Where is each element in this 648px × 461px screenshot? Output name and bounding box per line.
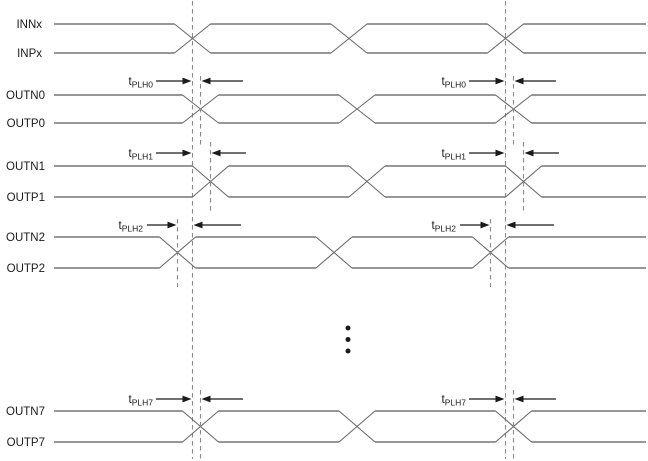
arrowhead-icon [182,149,192,157]
delay-label: tPLH0 [129,76,154,90]
arrowhead-icon [495,77,505,85]
arrowhead-icon [514,395,524,403]
arrowhead-icon [182,77,192,85]
arrowhead-icon [193,221,203,229]
delay-annotation-out1: tPLH1 [442,148,559,162]
crossover-diagonal [192,165,229,198]
delay-label: tPLH2 [432,220,457,234]
ellipsis-dot [345,325,351,331]
delay-label: tPLH2 [119,220,144,234]
delay-annotation-out2: tPLH2 [119,220,241,234]
ellipsis-dot [345,348,351,354]
delay-label: tPLH7 [129,394,154,408]
arrowhead-icon [495,149,505,157]
arrowhead-icon [201,77,211,85]
signal-label-outp1: OUTP1 [7,192,45,204]
signal-label-inpx: INPx [17,48,42,60]
signal-label-outn2: OUTN2 [6,232,45,244]
ellipsis [345,325,351,354]
signal-label-outn7: OUTN7 [6,406,45,418]
delay-label: tPLH7 [442,394,467,408]
delay-annotation-out0: tPLH0 [442,76,556,90]
arrowhead-icon [182,395,192,403]
arrowhead-icon [480,221,490,229]
crossover-diagonal [338,410,376,443]
signal-label-outp7: OUTP7 [7,437,45,449]
arrowhead-icon [201,395,211,403]
crossover-diagonal [487,23,524,54]
delay-label: tPLH1 [129,148,154,162]
crossover-diagonal [330,23,368,54]
arrowhead-icon [514,77,524,85]
signal-label-innx: INNx [16,19,42,31]
crossover-diagonal [174,23,211,54]
arrowhead-icon [167,221,177,229]
signal-label-outp0: OUTP0 [7,118,45,130]
delay-annotation-out1: tPLH1 [129,148,246,162]
arrowhead-icon [506,221,516,229]
crossover-diagonal [338,94,376,124]
crossover-diagonal [348,165,386,198]
delay-label: tPLH1 [442,148,467,162]
signal-label-outp2: OUTP2 [7,263,45,275]
arrowhead-icon [495,395,505,403]
signal-label-outn0: OUTN0 [6,90,45,102]
signal-label-outn1: OUTN1 [6,161,45,173]
delay-label: tPLH0 [442,76,467,90]
delay-annotation-out7: tPLH7 [129,394,243,408]
arrowhead-icon [211,149,221,157]
delay-annotation-out2: tPLH2 [432,220,554,234]
delay-annotation-out0: tPLH0 [129,76,243,90]
crossover-diagonal [315,236,353,269]
delay-annotation-out7: tPLH7 [442,394,556,408]
arrowhead-icon [524,149,534,157]
crossover-diagonal [505,165,542,198]
ellipsis-dot [345,337,351,342]
